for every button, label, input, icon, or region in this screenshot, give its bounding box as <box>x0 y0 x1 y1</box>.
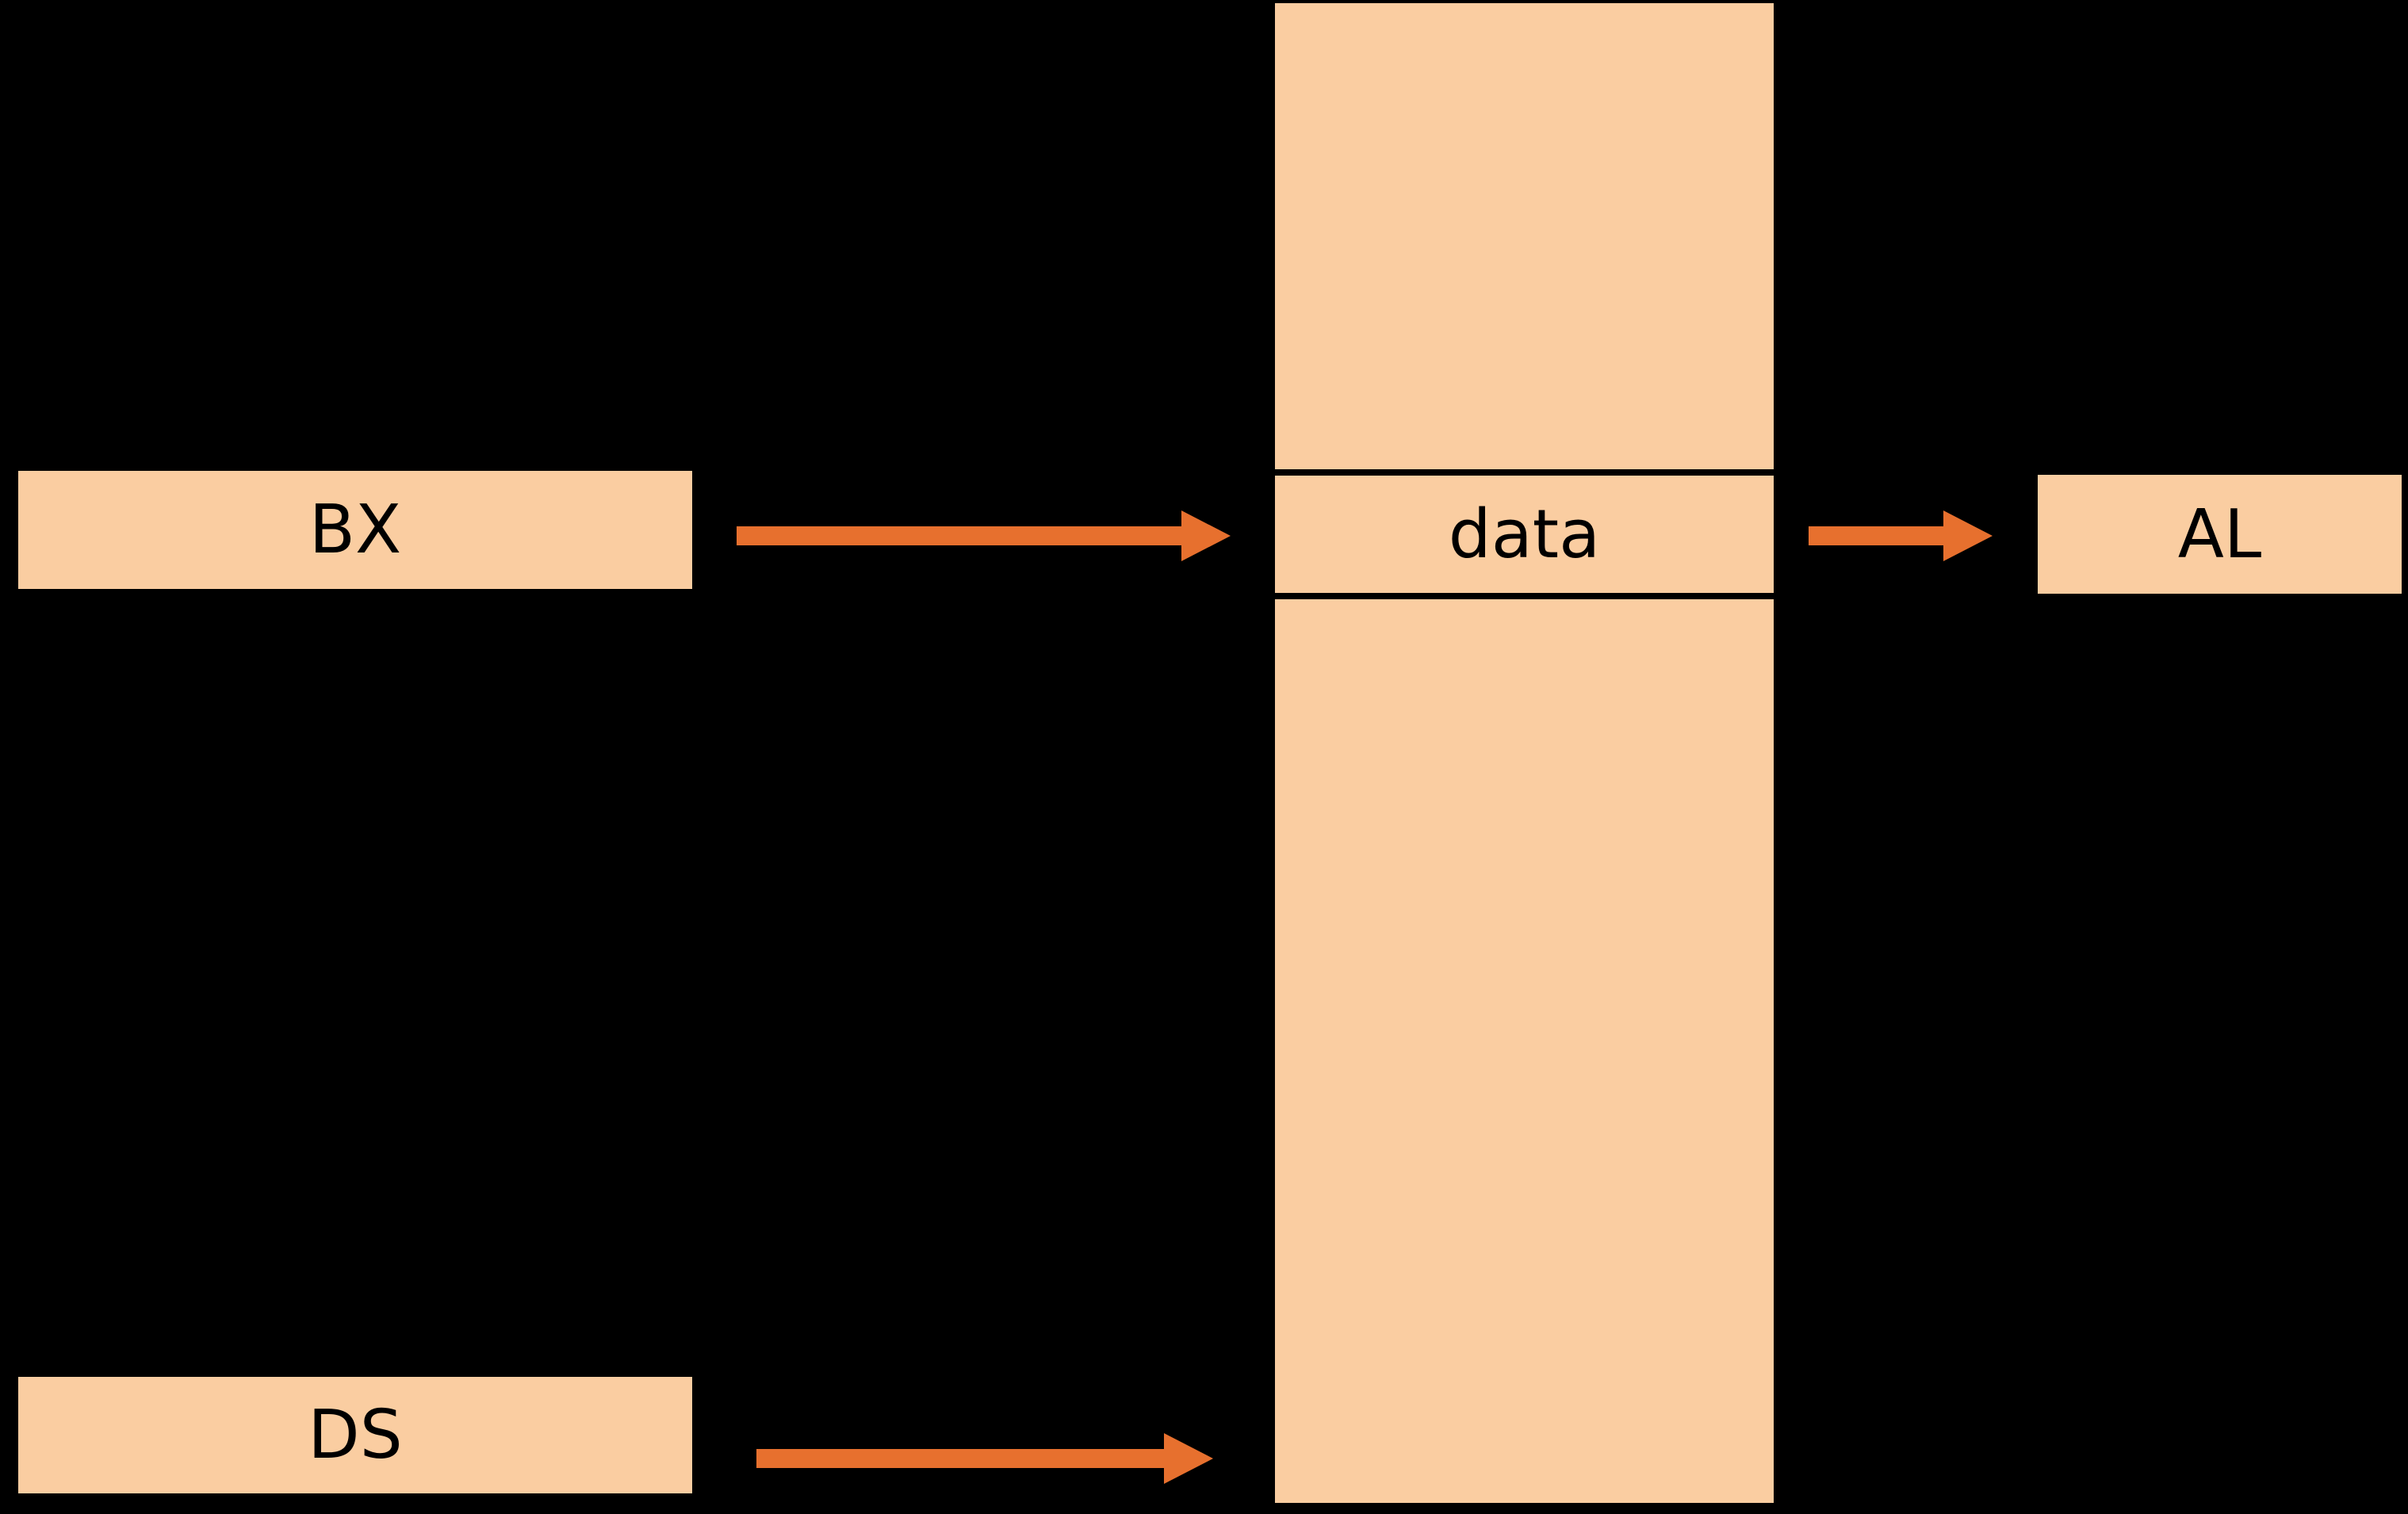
memory-data-label: data <box>1448 495 1601 574</box>
memory-cell-divider-top <box>1275 469 1774 476</box>
memory-column: data <box>1275 3 1774 1503</box>
arrow-shaft <box>1809 526 1943 545</box>
ds-register-box: DS <box>18 1377 692 1493</box>
al-register-label: AL <box>2177 495 2262 574</box>
ds-register-label: DS <box>308 1396 403 1474</box>
arrow-head <box>1943 510 1993 561</box>
arrow-head <box>1164 1433 1213 1484</box>
al-register-box: AL <box>2038 475 2402 594</box>
arrow-shaft <box>737 526 1181 545</box>
bx-register-label: BX <box>308 491 402 569</box>
arrow-shaft <box>756 1449 1164 1468</box>
memory-data-cell: data <box>1275 476 1774 593</box>
arrow-head <box>1181 510 1231 561</box>
memory-cell-divider-bottom <box>1275 593 1774 599</box>
bx-register-box: BX <box>18 471 692 589</box>
